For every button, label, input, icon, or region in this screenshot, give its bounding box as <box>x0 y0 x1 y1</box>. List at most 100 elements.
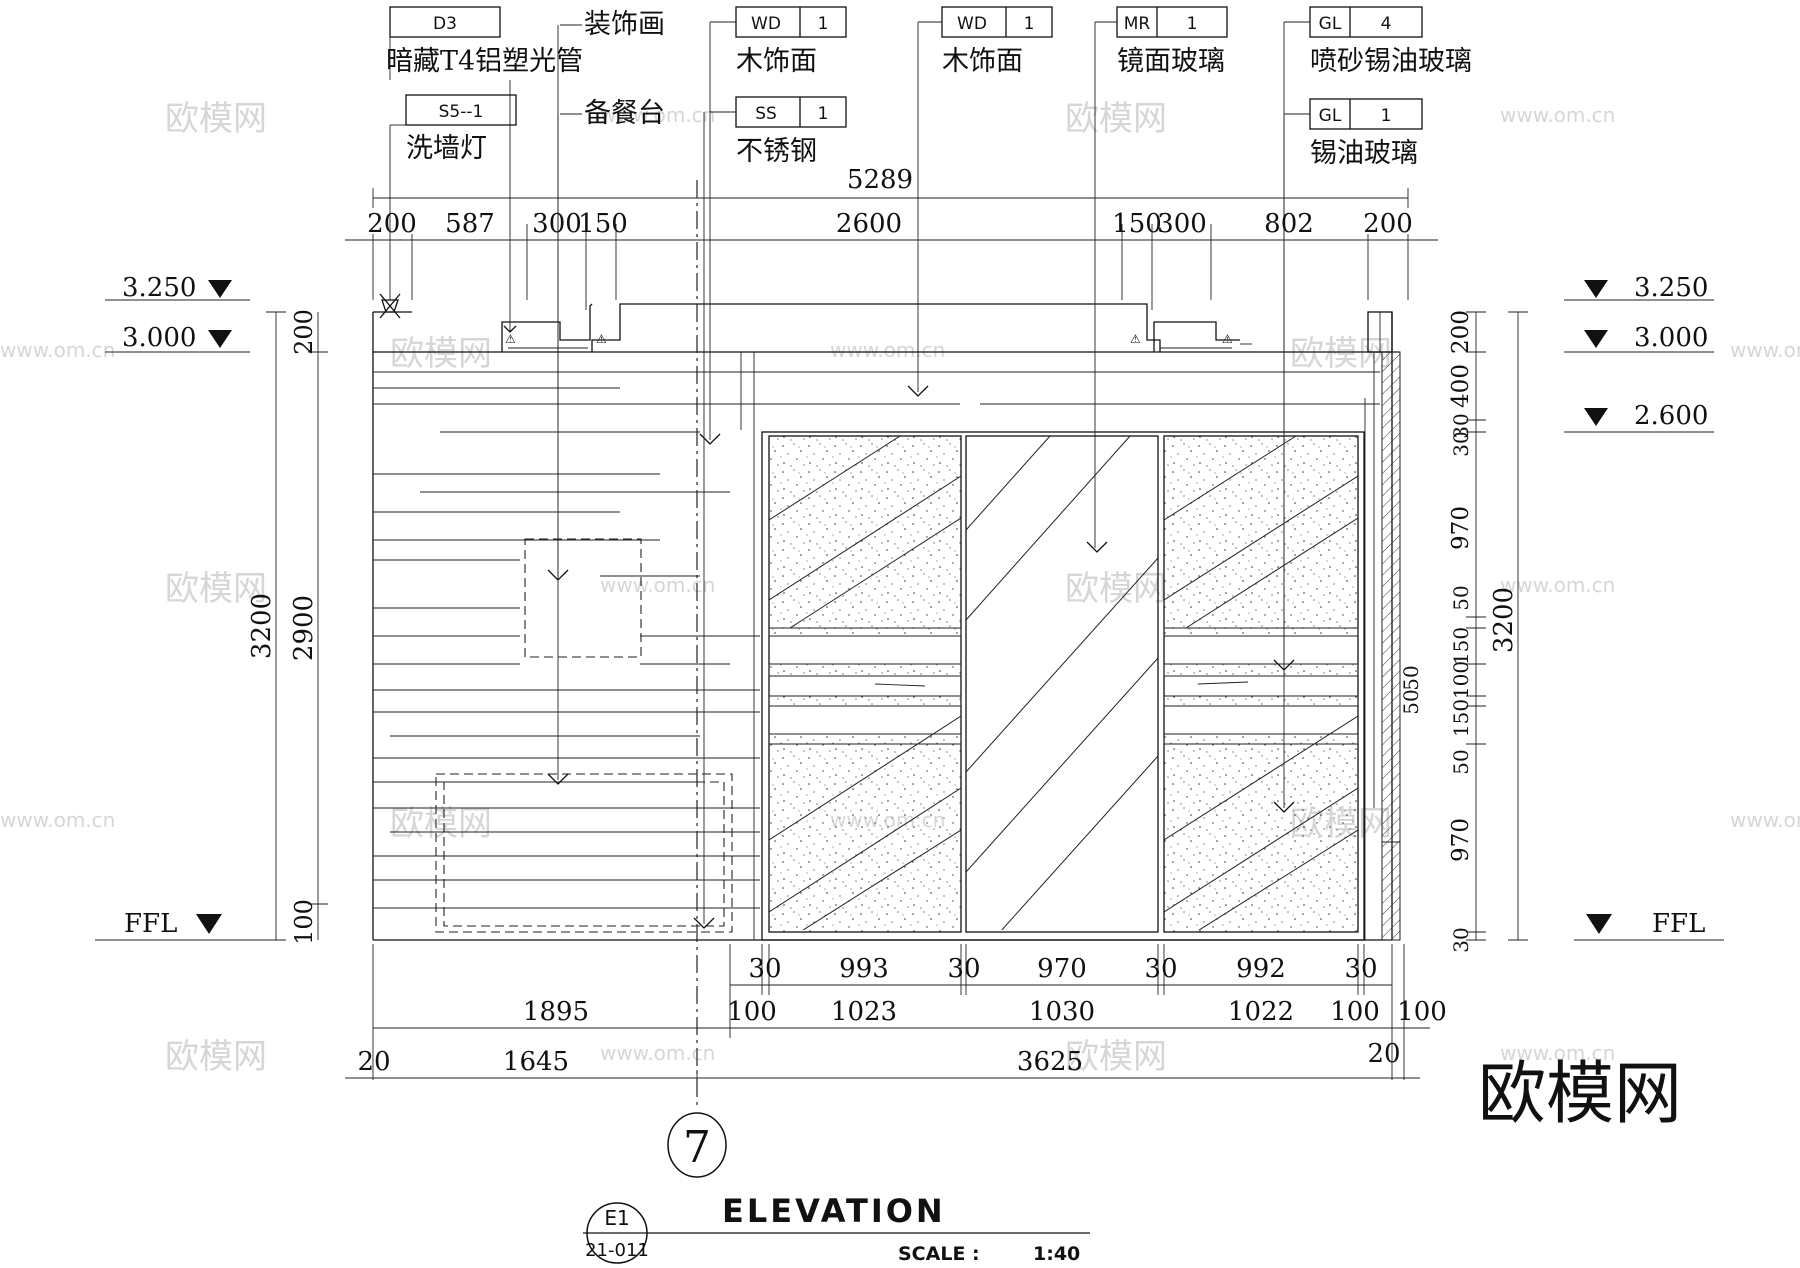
level-label: 3.250 <box>1634 273 1708 303</box>
dim-top: 300 <box>532 209 582 239</box>
callout-num: 1 <box>1024 14 1035 34</box>
dim-right: 150 <box>1449 699 1473 737</box>
dim-bottom-1: 993 <box>839 954 889 984</box>
watermark-url: www.om.cn <box>600 573 715 597</box>
dim-bottom-2: 1022 <box>1228 997 1294 1027</box>
left-dimensions: 3200 200 2900 100 3.250 3.000 FFL <box>95 273 328 945</box>
dim-right: 970 <box>1448 818 1474 862</box>
callout-code: WD <box>751 14 781 34</box>
callout-label: 洗墙灯 <box>406 133 487 164</box>
section-marker-number: 7 <box>683 1122 711 1173</box>
callout-label: 镜面玻璃 <box>1117 46 1225 77</box>
dim-right-outer: 3200 <box>1489 587 1519 653</box>
light-fixture-icon: ⚠ <box>505 332 516 346</box>
level-marker: 3.250 <box>1564 273 1714 303</box>
level-marker: 3.250 <box>105 273 250 303</box>
sheet-ref: 21-011 <box>585 1240 649 1261</box>
callout-code: S5--1 <box>439 102 484 122</box>
watermark-url: www.om.cn <box>600 103 715 127</box>
watermark-url: www.om.cn <box>1730 808 1800 832</box>
light-fixture-icon: ⚠ <box>596 332 607 346</box>
watermark-brand: 欧模网 <box>390 334 492 374</box>
callout-code: WD <box>957 14 987 34</box>
dim-right: 970 <box>1448 506 1474 550</box>
section-marker: 7 <box>667 1112 727 1178</box>
watermark-url: www.om.cn <box>830 338 945 362</box>
watermark-big-logo: 欧模网 <box>1478 1055 1682 1134</box>
dim-right: 50 <box>1449 749 1473 774</box>
callout-s5: S5--1 洗墙灯 <box>389 94 517 300</box>
dim-bottom-2: 1895 <box>523 997 589 1027</box>
watermark-brand: 欧模网 <box>1065 569 1167 609</box>
level-marker: 3.000 <box>105 323 250 353</box>
callout-gl-1: GL 1 锡油玻璃 <box>1273 98 1423 813</box>
callout-wd-1: WD 1 木饰面 <box>699 6 847 445</box>
scale-value: 1:40 <box>1033 1243 1080 1265</box>
callout-group: D3 暗藏T4铝塑光管 S5--1 洗墙灯 装饰画 备餐台 <box>386 6 1472 929</box>
dim-right: 400 <box>1448 364 1474 408</box>
dim-right: 50 <box>1399 689 1423 714</box>
level-marker: FFL <box>95 909 278 941</box>
dim-bottom-2: 100 <box>1397 997 1447 1027</box>
callout-d3: D3 暗藏T4铝塑光管 <box>386 6 583 333</box>
callout-num: 1 <box>818 14 829 34</box>
callout-num: 1 <box>818 104 829 124</box>
callout-ss-1: SS 1 不锈钢 <box>693 96 847 929</box>
watermark-brand: 欧模网 <box>390 804 492 844</box>
level-label: 3.000 <box>122 323 196 353</box>
scale-label: SCALE : <box>898 1243 980 1265</box>
dim-right: 50 <box>1449 585 1473 610</box>
dim-right: 30 <box>1449 431 1473 456</box>
watermark-brand: 欧模网 <box>165 1037 267 1077</box>
dim-bottom-1: 30 <box>1344 954 1377 984</box>
watermark-url: www.om.cn <box>0 338 115 362</box>
watermark-brand: 欧模网 <box>1065 99 1167 139</box>
watermark-url: www.om.cn <box>0 808 115 832</box>
dim-right: 100 <box>1449 661 1473 699</box>
watermark-url: www.om.cn <box>1730 338 1800 362</box>
dim-top: 200 <box>367 209 417 239</box>
dim-top: 200 <box>1363 209 1413 239</box>
dim-left-inner: 200 <box>290 309 318 355</box>
dim-bottom-1: 970 <box>1037 954 1087 984</box>
light-fixture-icon: ⚠ <box>1222 332 1233 346</box>
dim-right: 200 <box>1448 310 1474 354</box>
title-block: E1 21-011 ELEVATION SCALE : 1:40 <box>583 1192 1090 1265</box>
level-label: 2.600 <box>1634 401 1708 431</box>
callout-num: 1 <box>1187 14 1198 34</box>
level-label: FFL <box>1652 909 1705 939</box>
right-dimensions: 200 30 400 30 970 50 50 150 50 100 150 5… <box>1399 273 1724 953</box>
dim-bottom-1: 30 <box>1144 954 1177 984</box>
sheet-id: E1 <box>604 1206 629 1230</box>
decorative-painting-outline <box>524 538 642 658</box>
watermark-url: www.om.cn <box>1500 573 1615 597</box>
callout-code: GL <box>1319 106 1342 126</box>
dim-bottom-1: 992 <box>1236 954 1286 984</box>
dim-bottom-2: 1023 <box>831 997 897 1027</box>
watermark-layer: 欧模网 www.om.cn 欧模网 www.om.cn www.om.cn 欧模… <box>0 99 1800 1134</box>
callout-num: 4 <box>1381 14 1392 34</box>
dim-top: 150 <box>578 209 628 239</box>
dim-right: 150 <box>1449 627 1473 665</box>
callout-label: 暗藏T4铝塑光管 <box>386 46 583 77</box>
callout-code: GL <box>1319 14 1342 34</box>
dim-bottom-1: 30 <box>748 954 781 984</box>
dim-overall-top: 5289 <box>847 165 913 195</box>
dim-bottom-3: 20 <box>1367 1039 1400 1069</box>
level-label: FFL <box>124 909 177 939</box>
callout-label: 备餐台 <box>584 98 665 129</box>
dim-bottom-3: 20 <box>357 1047 390 1077</box>
level-label: 3.250 <box>122 273 196 303</box>
watermark-url: www.om.cn <box>600 1041 715 1065</box>
callout-label: 不锈钢 <box>736 136 817 167</box>
callout-wd-1-b: WD 1 木饰面 <box>907 6 1053 397</box>
dim-bottom-3: 3625 <box>1017 1047 1083 1077</box>
callout-code: MR <box>1124 14 1151 34</box>
dim-top: 150 <box>1112 209 1162 239</box>
dim-left-inner: 2900 <box>289 595 319 661</box>
watermark-brand: 欧模网 <box>165 99 267 139</box>
dim-top: 300 <box>1157 209 1207 239</box>
dim-top: 587 <box>445 209 495 239</box>
dim-top: 2600 <box>836 209 902 239</box>
